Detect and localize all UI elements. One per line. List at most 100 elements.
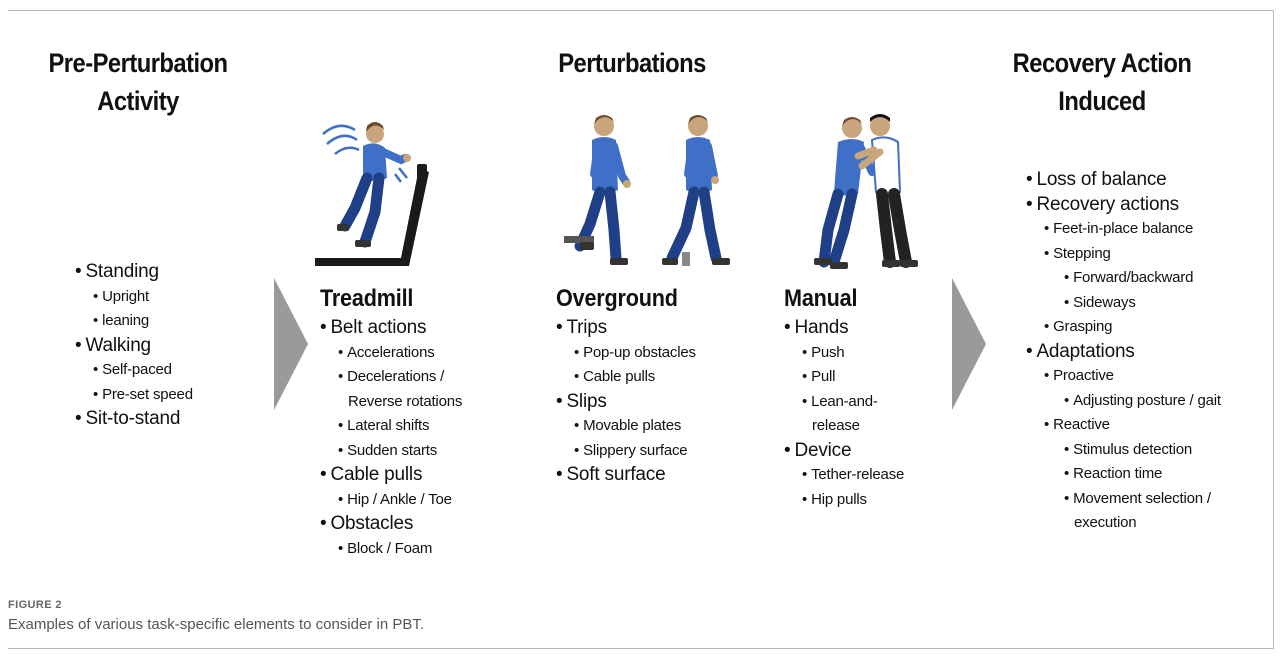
sub-list-item: Proactive: [1026, 364, 1221, 389]
list-item: Loss of balance: [1026, 168, 1221, 193]
list-item-text: Block / Foam: [347, 539, 433, 557]
list-item-text: Proactive: [1053, 367, 1114, 384]
sub-list-item: Lateral shifts: [320, 414, 462, 439]
trip-walker-illustration: [564, 115, 631, 265]
manual-title: Manual: [784, 285, 858, 312]
treadmill-group: TreadmillBelt actionsAccelerationsDecele…: [320, 284, 462, 561]
list-item-text: Push: [811, 343, 845, 361]
caption-text: Examples of various task-specific elemen…: [8, 616, 425, 633]
obstacle-walker-illustration: [662, 115, 730, 266]
list-item: Recovery actions: [1026, 193, 1221, 218]
sub-list-item: leaning: [75, 309, 193, 334]
list-item-text: Movable plates: [583, 417, 682, 434]
sub-list-item: execution: [1026, 511, 1221, 536]
bullet-list: StandingUprightleaningWalkingSelf-pacedP…: [75, 260, 193, 432]
sub-list-item: Tether-release: [784, 463, 904, 488]
manual-push-illustration: [814, 114, 918, 269]
list-item: Belt actions: [320, 316, 462, 341]
list-item-text: Loss of balance: [1036, 169, 1167, 190]
list-item-text: Hip / Ankle / Toe: [347, 490, 452, 508]
bullet-list: HandsPushPullLean-and-releaseDeviceTethe…: [784, 316, 904, 512]
list-item-text: Adaptations: [1036, 340, 1135, 362]
sub-list-item: Lean-and-: [784, 390, 904, 415]
sub-list-item: Reverse rotations: [320, 390, 462, 415]
list-item-text: execution: [1074, 514, 1137, 531]
pre-activity-list: StandingUprightleaningWalkingSelf-pacedP…: [75, 260, 193, 432]
recovery-list: Loss of balanceRecovery actionsFeet-in-p…: [1026, 168, 1221, 536]
list-item-text: Decelerations /: [347, 368, 445, 385]
list-item-text: Cable pulls: [583, 368, 656, 385]
sub-list-item: Accelerations: [320, 341, 462, 366]
sub-list-item: release: [784, 414, 904, 439]
sub-list-item: Cable pulls: [556, 365, 696, 390]
list-item-text: Feet-in-place balance: [1053, 220, 1194, 237]
list-item-text: Upright: [102, 287, 150, 305]
manual-group: ManualHandsPushPullLean-and-releaseDevic…: [784, 284, 904, 512]
sub-list-item: Reaction time: [1026, 462, 1221, 487]
sub-list-item: Push: [784, 341, 904, 366]
list-item-text: Stepping: [1053, 244, 1111, 262]
arrow-shape: [952, 278, 986, 410]
sub-list-item: Feet-in-place balance: [1026, 217, 1221, 242]
bullet-list: Loss of balanceRecovery actionsFeet-in-p…: [1026, 168, 1221, 536]
list-item-text: Sideways: [1073, 293, 1136, 311]
overground-group: OvergroundTripsPop-up obstaclesCable pul…: [556, 284, 696, 488]
list-item-text: Obstacles: [330, 513, 414, 534]
sub-list-item: Movement selection /: [1026, 487, 1221, 512]
list-item-text: Hands: [794, 317, 849, 338]
treadmill-runner-illustration: [315, 122, 429, 266]
list-item-text: Trips: [566, 317, 607, 338]
list-item-text: Lateral shifts: [347, 417, 430, 434]
header-pre-perturbation: Pre-Perturbation Activity: [32, 44, 243, 120]
list-item-text: Slippery surface: [583, 441, 688, 459]
sub-list-item: Stepping: [1026, 242, 1221, 267]
list-item-text: Adjusting posture / gait: [1073, 391, 1221, 409]
sub-list-item: Grasping: [1026, 315, 1221, 340]
list-item-text: Sit-to-stand: [85, 408, 181, 429]
list-item-text: Reaction time: [1073, 465, 1163, 482]
list-item: Adaptations: [1026, 340, 1221, 365]
header-pre-line1: Pre-Perturbation: [48, 48, 228, 78]
list-item-text: release: [812, 417, 860, 434]
list-item-text: Reactive: [1053, 416, 1110, 433]
list-item: Trips: [556, 316, 696, 341]
overground-title: Overground: [556, 285, 678, 312]
list-item-text: Hip pulls: [811, 490, 867, 508]
list-item-text: Self-paced: [102, 361, 172, 378]
sub-list-item: Pop-up obstacles: [556, 341, 696, 366]
list-item-text: Walking: [85, 334, 151, 356]
sub-list-item: Self-paced: [75, 358, 193, 383]
header-perturbations-text: Perturbations: [558, 48, 706, 78]
list-item-text: Belt actions: [330, 317, 427, 338]
list-item: Hands: [784, 316, 904, 341]
list-item: Sit-to-stand: [75, 407, 193, 432]
sub-list-item: Hip / Ankle / Toe: [320, 488, 462, 513]
list-item: Slips: [556, 390, 696, 415]
sub-list-item: Forward/backward: [1026, 266, 1221, 291]
list-item: Soft surface: [556, 463, 696, 488]
sub-list-item: Hip pulls: [784, 488, 904, 513]
sub-list-item: Sudden starts: [320, 439, 462, 464]
sub-list-item: Stimulus detection: [1026, 438, 1221, 463]
arrow-right-icon: [274, 278, 308, 410]
sub-list-item: Sideways: [1026, 291, 1221, 316]
sub-list-item: Decelerations /: [320, 365, 462, 390]
arrow-right-icon: [952, 278, 986, 410]
caption-label: FIGURE 2: [8, 599, 62, 611]
figure-frame: [8, 10, 1274, 649]
list-item-text: Lean-and-: [811, 392, 878, 410]
sub-list-item: Block / Foam: [320, 537, 462, 562]
sub-list-item: Reactive: [1026, 413, 1221, 438]
list-item-text: Movement selection /: [1073, 489, 1211, 507]
header-recovery-line2: Induced: [1058, 86, 1146, 116]
bullet-list: TripsPop-up obstaclesCable pullsSlipsMov…: [556, 316, 696, 488]
header-recovery: Recovery Action Induced: [996, 44, 1207, 120]
list-item-text: Recovery actions: [1036, 193, 1179, 215]
bullet-list: Belt actionsAccelerationsDecelerations /…: [320, 316, 462, 561]
list-item: Device: [784, 439, 904, 464]
sub-list-item: Pull: [784, 365, 904, 390]
list-item: Standing: [75, 260, 193, 285]
list-item-text: Standing: [85, 261, 159, 282]
sub-list-item: Movable plates: [556, 414, 696, 439]
list-item-text: Slips: [566, 390, 607, 412]
